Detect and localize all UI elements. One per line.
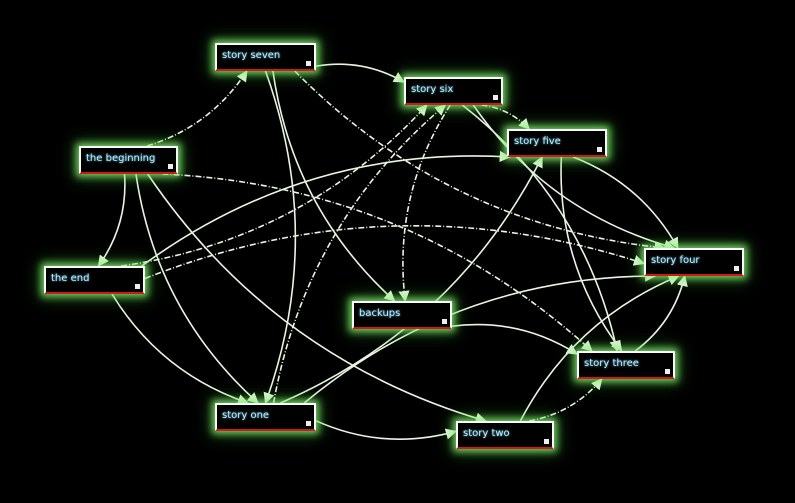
- connection-arrow: [144, 225, 646, 280]
- resize-handle-icon[interactable]: [306, 421, 311, 426]
- node-label: story seven: [222, 50, 281, 61]
- connection-arrow: [472, 104, 676, 251]
- connection-arrow: [315, 63, 405, 83]
- node-story-five[interactable]: story five: [507, 129, 607, 157]
- resize-handle-icon[interactable]: [493, 95, 498, 100]
- connection-arrow: [634, 274, 688, 352]
- node-label: story two: [463, 428, 510, 439]
- connection-arrow: [560, 156, 623, 352]
- node-label: story four: [651, 255, 700, 266]
- connection-arrow: [111, 293, 250, 406]
- connection-arrow: [147, 173, 487, 424]
- node-backups[interactable]: backups: [352, 301, 452, 329]
- connection-arrow: [519, 274, 680, 422]
- connection-arrow: [141, 150, 511, 267]
- node-label: the end: [51, 273, 90, 284]
- connection-arrow: [461, 104, 621, 353]
- connection-arrow: [162, 173, 593, 352]
- resize-handle-icon[interactable]: [734, 266, 739, 271]
- node-the-beginning[interactable]: the beginning: [79, 146, 178, 174]
- connection-arrow: [481, 104, 530, 130]
- resize-handle-icon[interactable]: [597, 147, 602, 152]
- connection-arrow: [272, 70, 396, 302]
- connection-arrow: [315, 420, 458, 440]
- resize-handle-icon[interactable]: [544, 439, 549, 444]
- node-label: story five: [514, 136, 561, 147]
- connection-arrow: [451, 323, 578, 355]
- node-label: story one: [222, 410, 270, 421]
- node-label: story three: [584, 358, 639, 369]
- connection-arrow: [280, 156, 543, 404]
- connection-arrow: [529, 378, 603, 422]
- connection-arrow: [120, 104, 428, 267]
- resize-handle-icon[interactable]: [306, 61, 311, 66]
- connection-arrow: [572, 156, 679, 249]
- connection-arrow: [398, 104, 451, 303]
- resize-handle-icon[interactable]: [665, 369, 670, 374]
- node-label: the beginning: [86, 153, 156, 164]
- connection-arrow: [294, 70, 666, 253]
- connection-arrow: [135, 173, 259, 404]
- resize-handle-icon[interactable]: [168, 164, 173, 169]
- node-story-two[interactable]: story two: [456, 421, 554, 449]
- connection-arrow: [97, 173, 126, 267]
- connection-arrow: [146, 70, 248, 147]
- connection-arrow: [303, 270, 657, 404]
- node-label: story six: [411, 84, 454, 95]
- resize-handle-icon[interactable]: [442, 319, 447, 324]
- node-story-three[interactable]: story three: [577, 351, 675, 379]
- node-label: backups: [359, 308, 401, 319]
- node-the-end[interactable]: the end: [44, 266, 145, 294]
- node-story-six[interactable]: story six: [404, 77, 503, 105]
- resize-handle-icon[interactable]: [135, 284, 140, 289]
- connection-arrow: [272, 104, 447, 404]
- node-story-four[interactable]: story four: [644, 248, 744, 276]
- node-story-seven[interactable]: story seven: [215, 43, 316, 71]
- node-story-one[interactable]: story one: [215, 403, 316, 431]
- connection-arrow: [263, 70, 297, 405]
